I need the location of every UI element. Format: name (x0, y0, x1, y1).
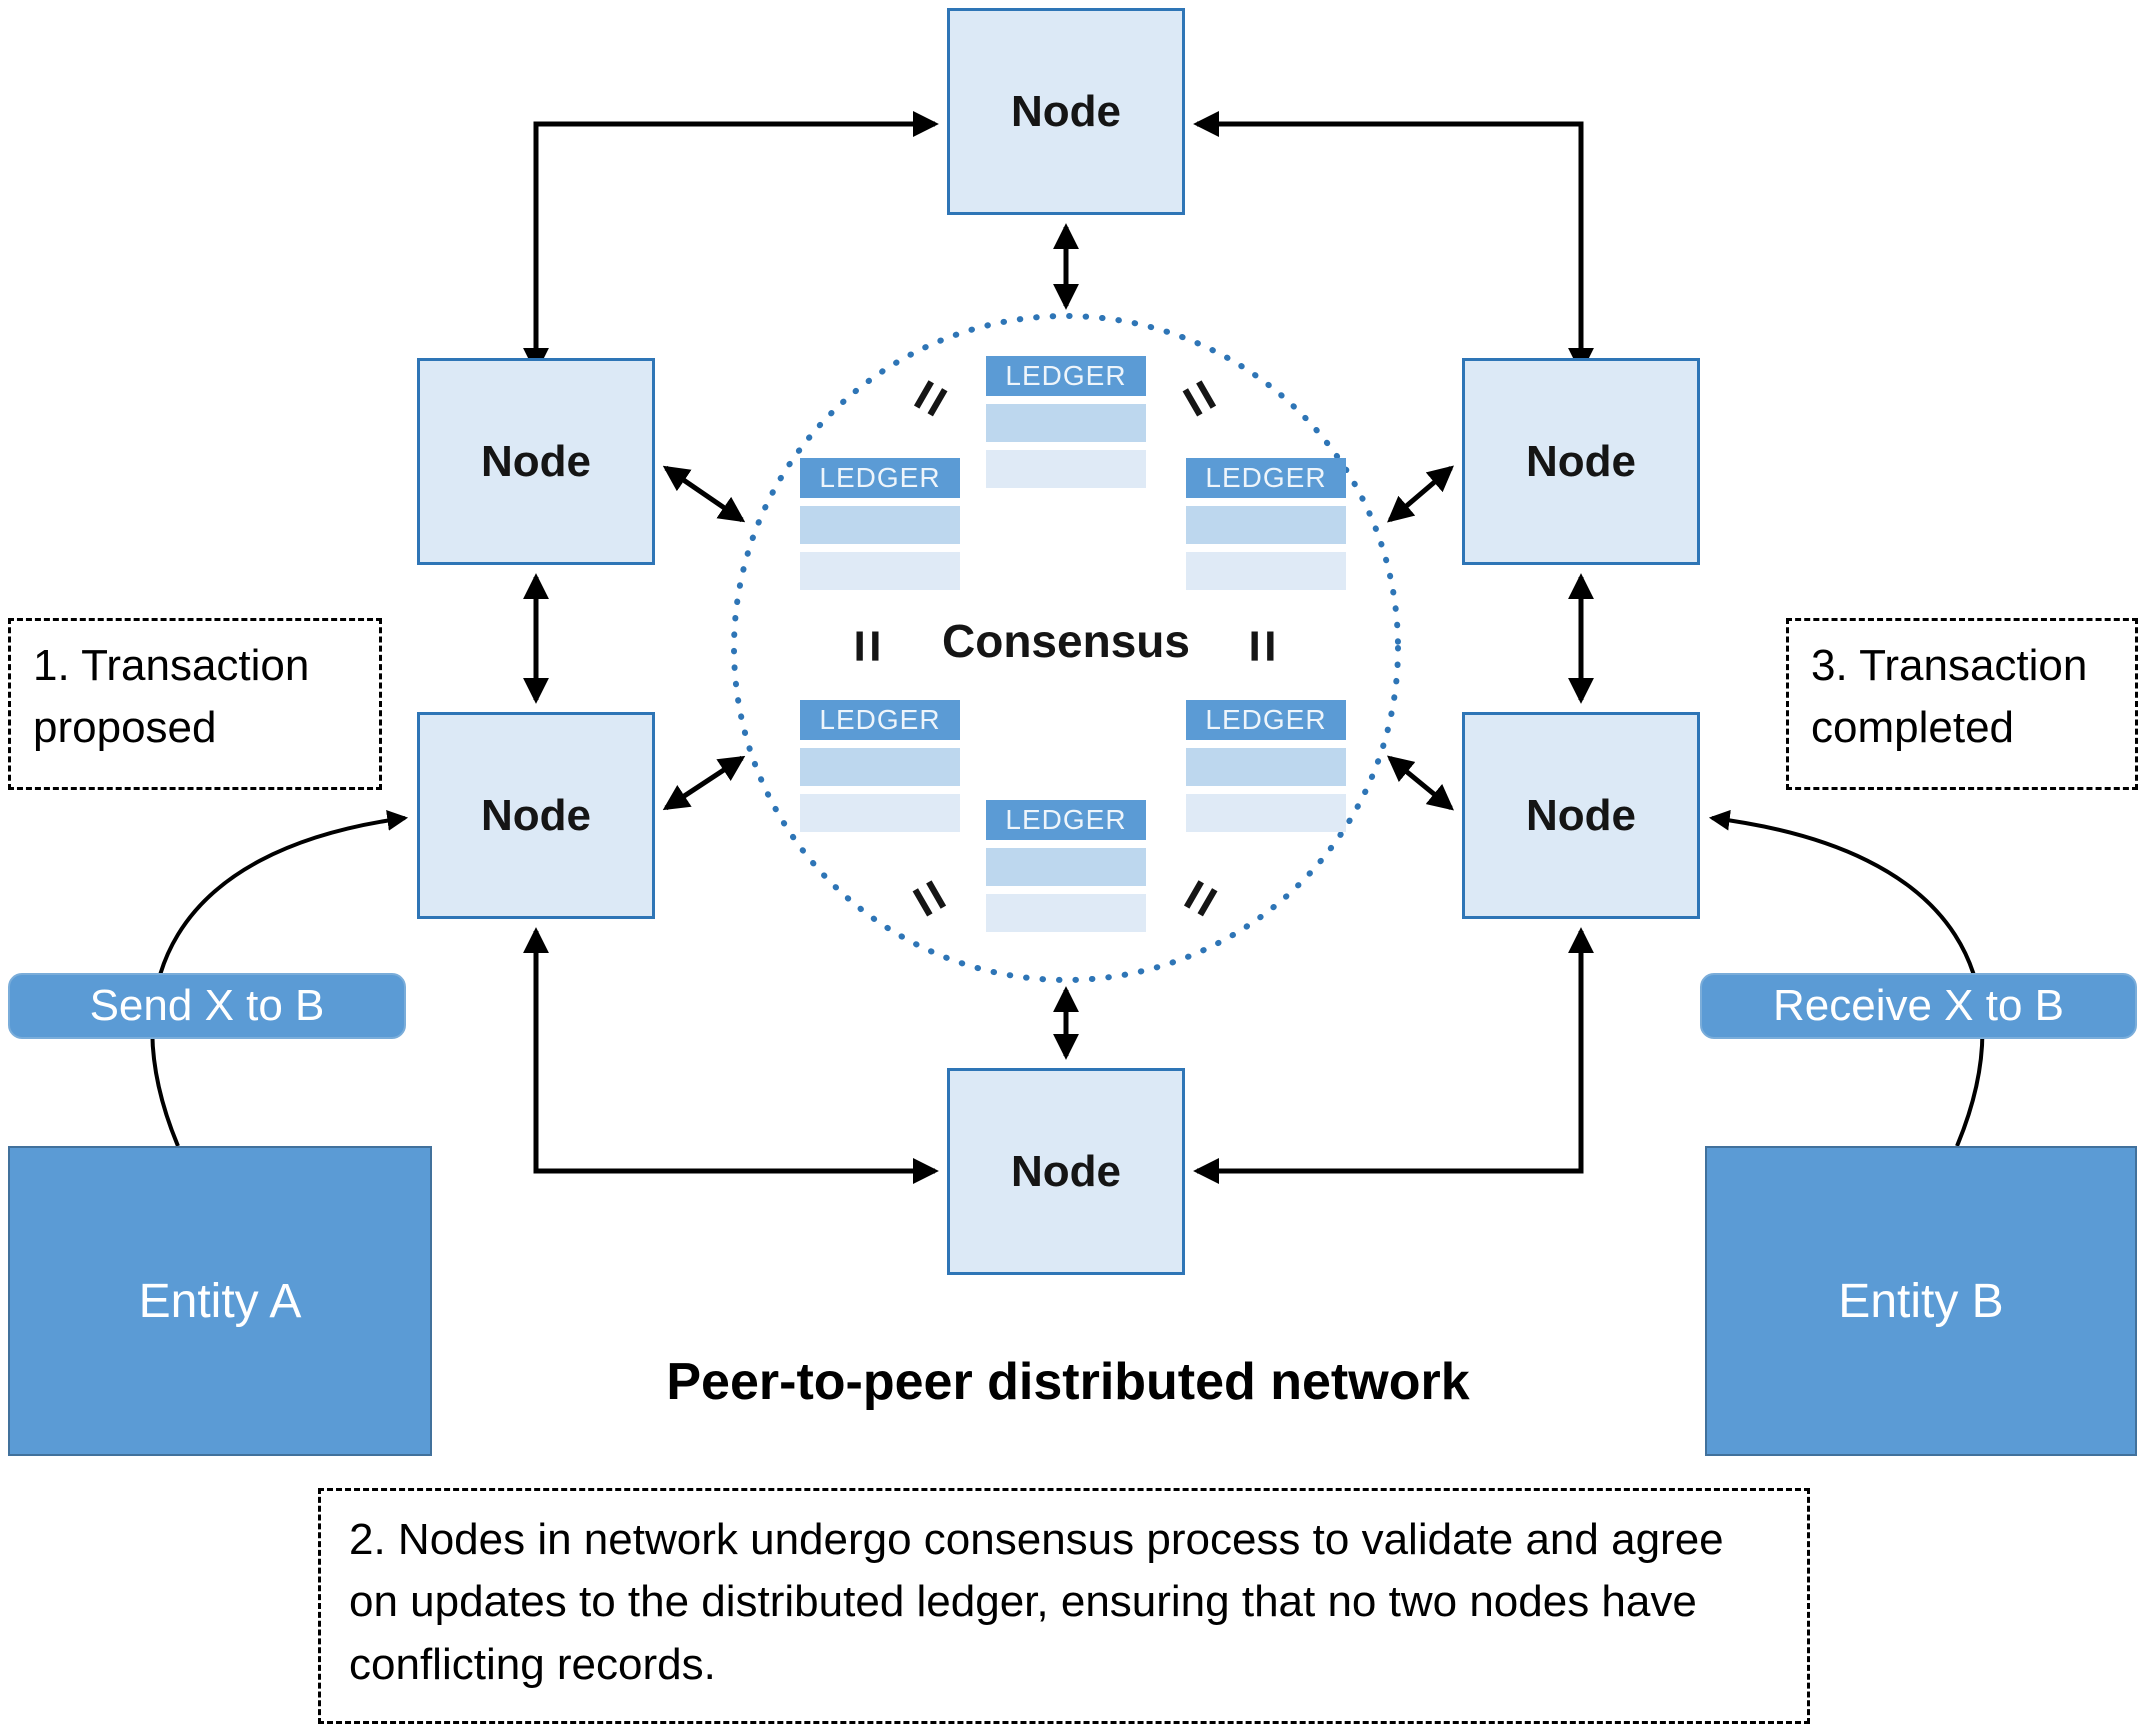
annotation-step2: 2. Nodes in network undergo consensus pr… (318, 1488, 1810, 1724)
equals-sign: = (893, 367, 967, 429)
ledger-row (800, 552, 960, 590)
ledger-header: LEDGER (986, 800, 1146, 840)
node-label: Node (481, 790, 591, 840)
consensus-label: Consensus (942, 615, 1190, 667)
annotation-step3: 3. Transaction completed (1786, 618, 2138, 790)
equals-sign: = (835, 629, 901, 663)
ledger-header: LEDGER (800, 458, 960, 498)
node-label: Node (481, 436, 591, 486)
equals-sign: = (1163, 367, 1237, 429)
ledger-row (1186, 506, 1346, 544)
ledger-table-bottom-left: LEDGER (800, 700, 960, 832)
entity-b-box: Entity B (1705, 1146, 2137, 1456)
node-label: Node (1011, 86, 1121, 136)
ledger-table-right: LEDGER (1186, 458, 1346, 590)
arrow-upperright-circle (1387, 465, 1454, 523)
node-top: Node (947, 8, 1185, 215)
node-bottom: Node (947, 1068, 1185, 1275)
ledger-row (800, 794, 960, 832)
node-label: Node (1526, 790, 1636, 840)
annotation-step1: 1. Transaction proposed (8, 618, 382, 790)
ledger-row (1186, 748, 1346, 786)
equals-sign: = (893, 867, 967, 929)
node-label: Node (1526, 436, 1636, 486)
ledger-header: LEDGER (986, 356, 1146, 396)
equals-sign: = (1163, 867, 1237, 929)
ledger-table-bottom: LEDGER (986, 800, 1146, 932)
arrow-upperleft-circle (662, 465, 746, 523)
equals-sign: = (1230, 629, 1296, 663)
node-lower-right: Node (1462, 712, 1700, 919)
ledger-row (986, 404, 1146, 442)
diagram-title: Peer-to-peer distributed network (666, 1353, 1470, 1411)
arrow-topnode-upperleft (523, 111, 939, 374)
arrow-lowerleft-circle (662, 755, 746, 811)
ledger-row (1186, 552, 1346, 590)
ledger-header: LEDGER (1186, 700, 1346, 740)
entity-b-label: Entity B (1838, 1274, 2004, 1328)
entity-a-label: Entity A (138, 1274, 302, 1328)
ledger-row (800, 748, 960, 786)
arrow-lowerleft-bottomnode (523, 927, 939, 1184)
node-upper-left: Node (417, 358, 655, 565)
arrow-lowerright-circle (1386, 755, 1455, 811)
ledger-table-bottom-right: LEDGER (1186, 700, 1346, 832)
entity-a-box: Entity A (8, 1146, 432, 1456)
node-label: Node (1011, 1146, 1121, 1196)
ledger-row (986, 848, 1146, 886)
node-lower-left: Node (417, 712, 655, 919)
ledger-table-top: LEDGER (986, 356, 1146, 488)
ledger-row (986, 450, 1146, 488)
ledger-row (986, 894, 1146, 932)
ledger-row (800, 506, 960, 544)
ledger-row (1186, 794, 1346, 832)
arrow-topnode-upperright (1193, 111, 1594, 374)
node-upper-right: Node (1462, 358, 1700, 565)
ledger-header: LEDGER (1186, 458, 1346, 498)
arrow-lowerright-bottomnode (1193, 927, 1594, 1184)
ledger-table-left: LEDGER (800, 458, 960, 590)
ledger-header: LEDGER (800, 700, 960, 740)
receive-label: Receive X to B (1700, 973, 2137, 1039)
send-label: Send X to B (8, 973, 406, 1039)
